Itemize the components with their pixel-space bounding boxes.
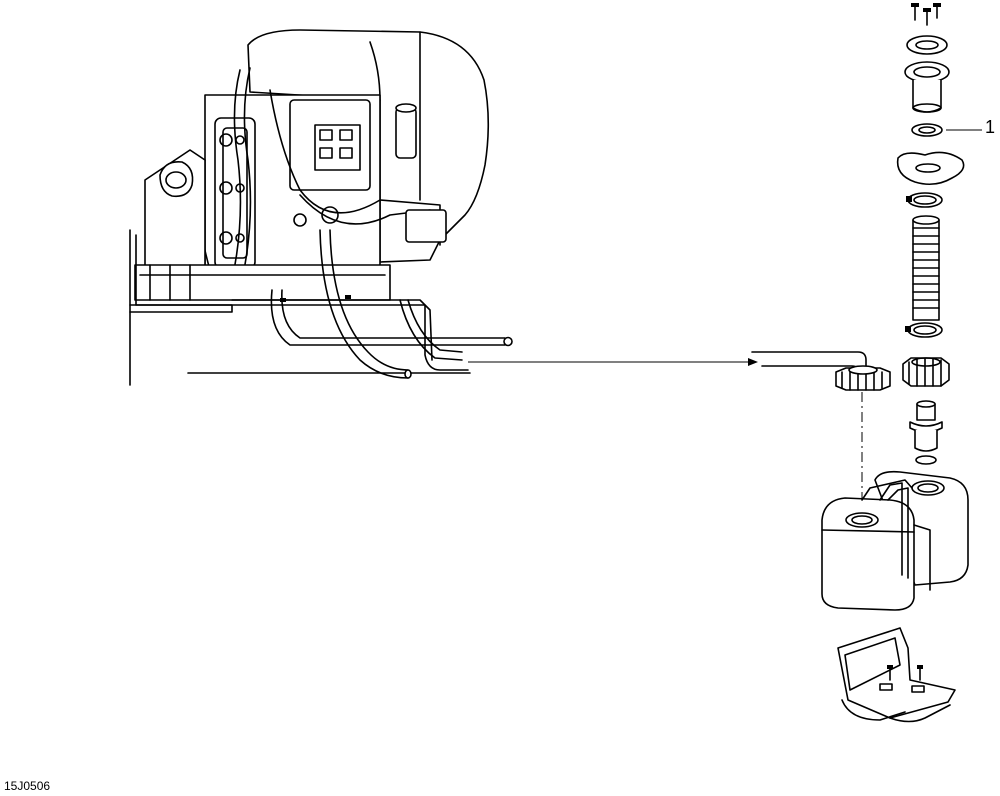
connection-arrow xyxy=(468,358,758,366)
reservoir-tank xyxy=(821,470,969,611)
filler-hose-corrugated xyxy=(912,215,940,321)
tank-cap-left xyxy=(835,365,891,391)
tank-adapter xyxy=(909,400,943,452)
hose-clamp-lower xyxy=(905,322,943,338)
deck-seal xyxy=(896,151,965,186)
o-ring xyxy=(915,455,937,465)
engine-assembly xyxy=(129,29,513,386)
gasket-1 xyxy=(911,123,943,137)
figure-code: 15J0506 xyxy=(4,779,51,793)
mounting-tray xyxy=(837,627,956,723)
filler-screws xyxy=(911,3,941,26)
retaining-nut xyxy=(902,357,950,387)
hose-clamp-upper xyxy=(906,192,943,208)
callout-label-1: 1 xyxy=(985,117,996,137)
filler-neck xyxy=(904,61,950,113)
filler-flange-ring xyxy=(906,35,948,55)
